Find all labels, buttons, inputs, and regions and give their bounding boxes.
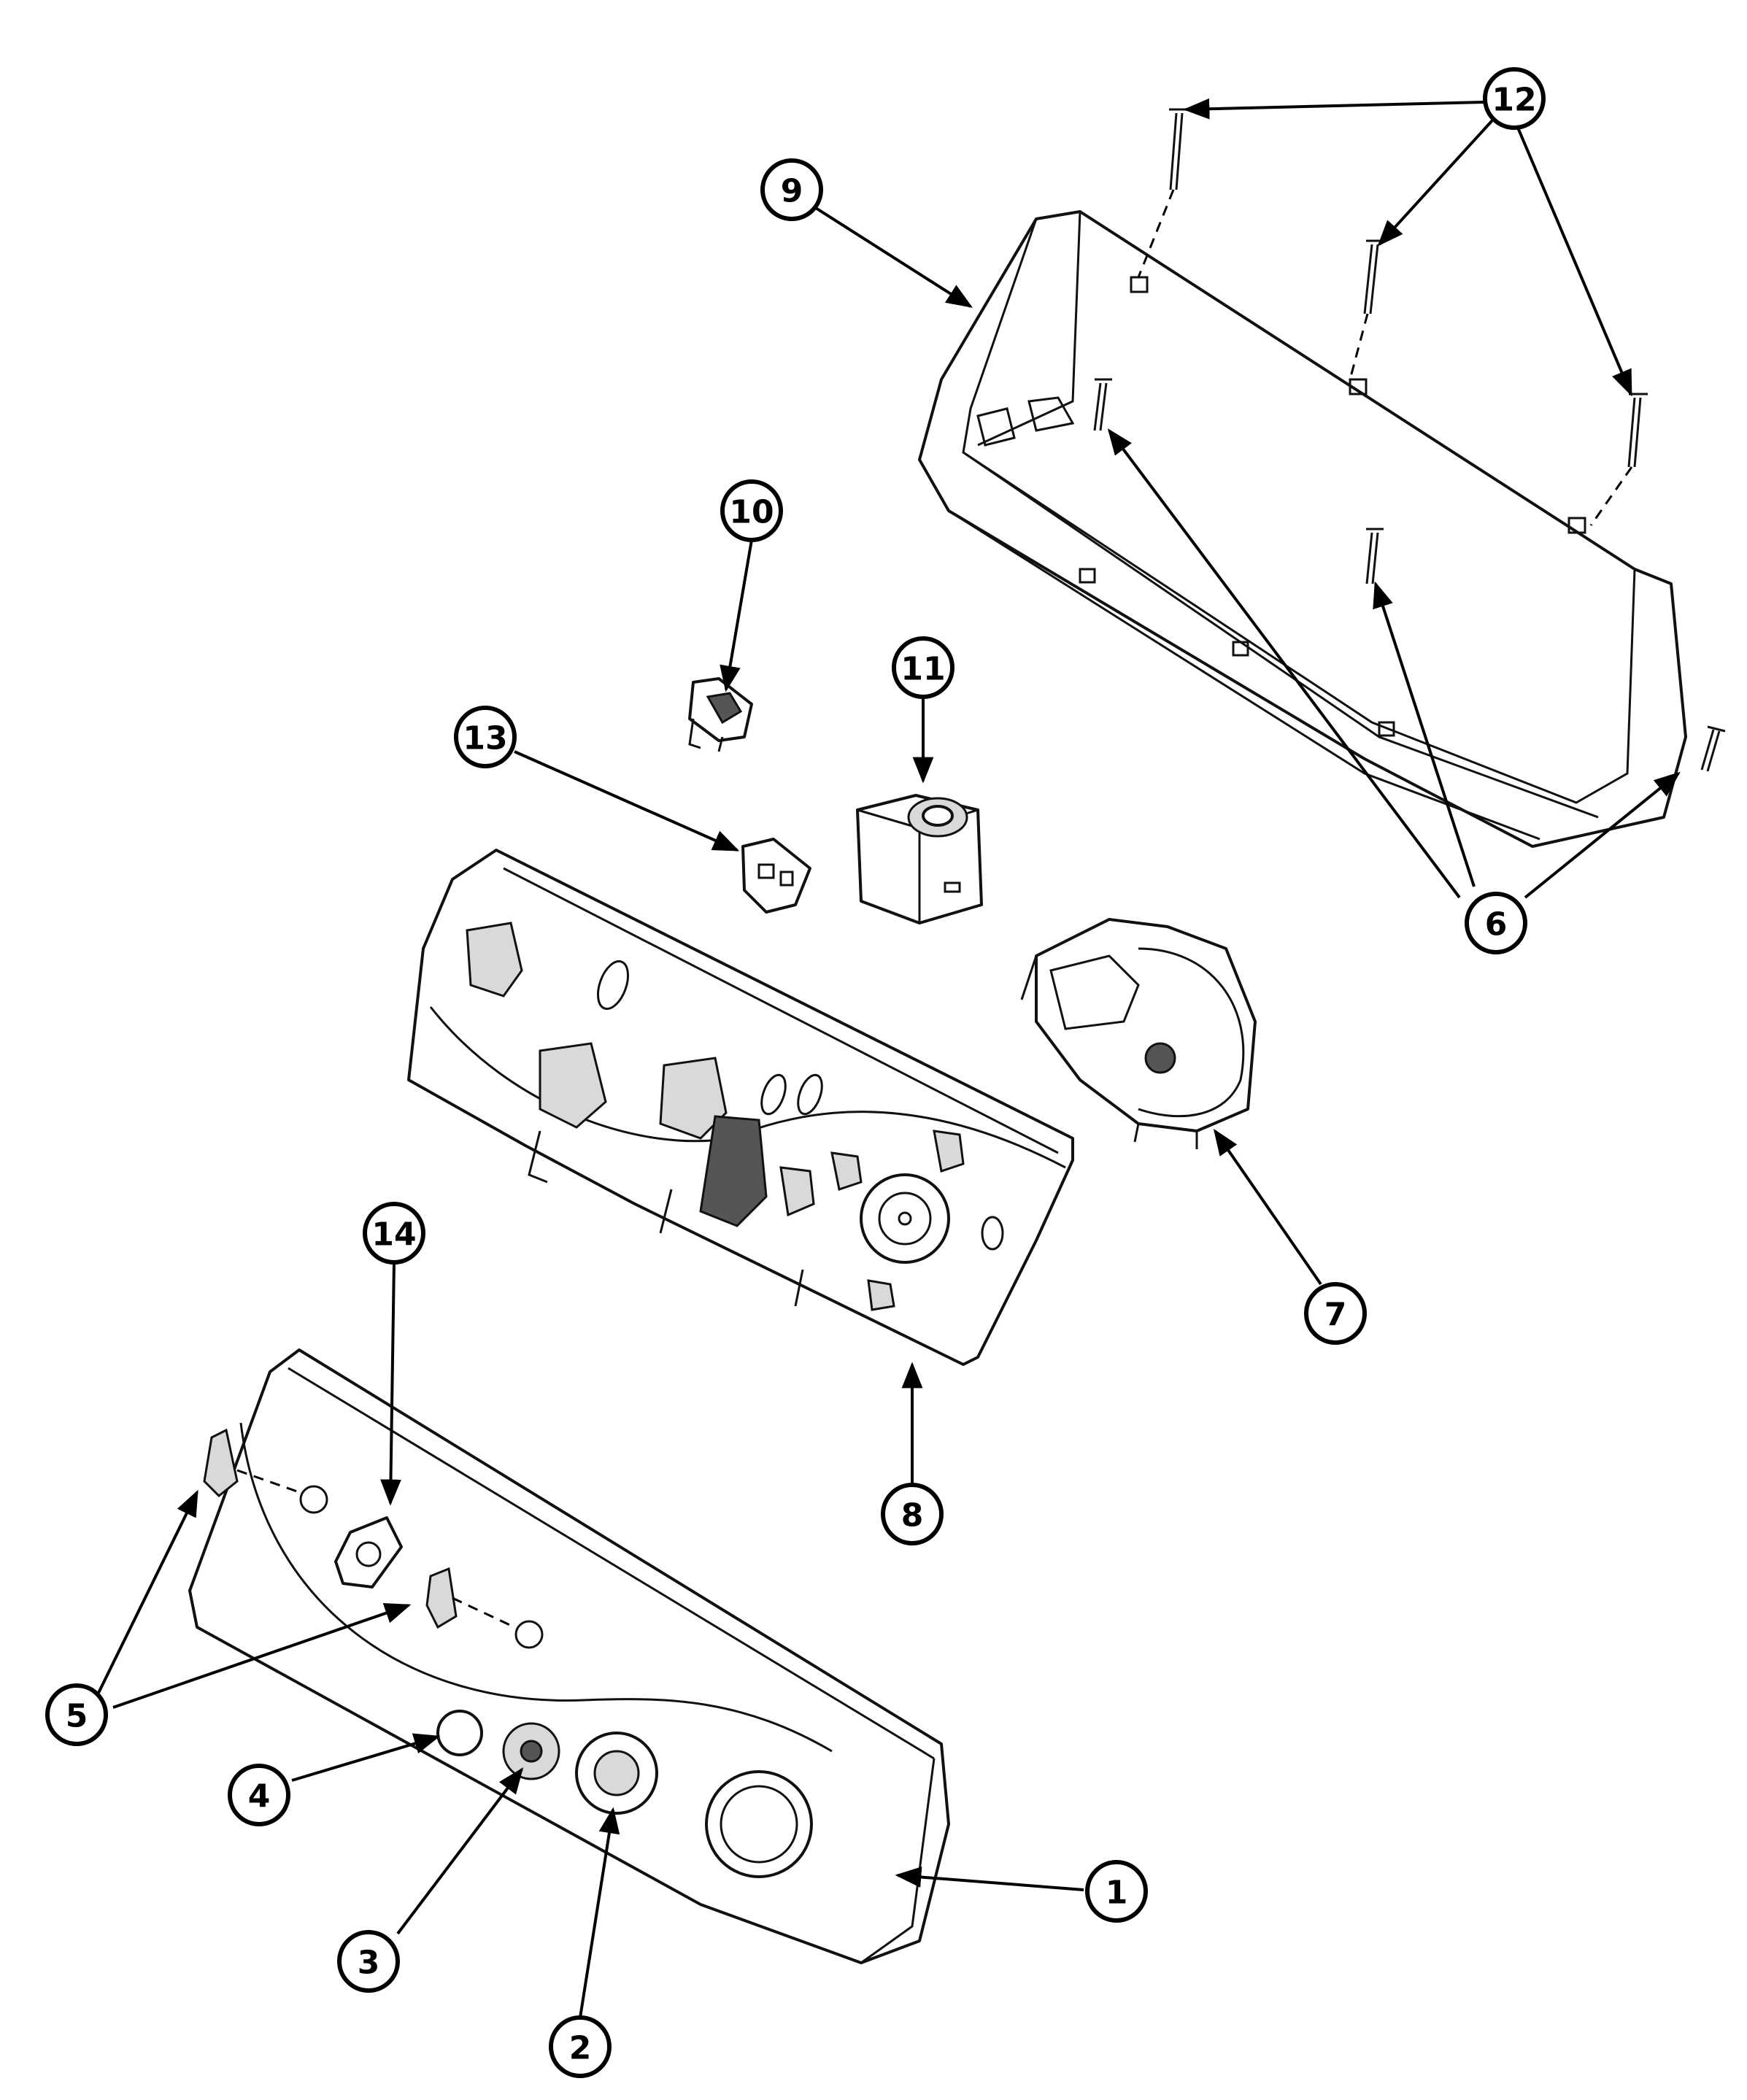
svg-text:13: 13 — [463, 720, 507, 757]
svg-text:11: 11 — [901, 651, 945, 688]
part-buttons — [203, 1428, 515, 1629]
part-front-control-panel — [188, 1348, 950, 1964]
callout-9: 9 — [760, 158, 823, 221]
svg-text:6: 6 — [1485, 906, 1508, 943]
callout-10: 10 — [720, 479, 783, 542]
callout-6: 6 — [1465, 892, 1527, 954]
part-bracket — [741, 838, 811, 914]
svg-text:8: 8 — [901, 1497, 924, 1535]
callout-12: 12 — [1483, 67, 1546, 130]
callout-1: 1 — [1085, 1860, 1148, 1923]
part-timer-module — [856, 794, 983, 924]
callout-2: 2 — [549, 2015, 612, 2078]
callout-3: 3 — [337, 1930, 400, 1993]
svg-text:14: 14 — [371, 1216, 416, 1254]
callout-7: 7 — [1304, 1282, 1367, 1345]
callout-14: 14 — [363, 1202, 425, 1265]
svg-text:12: 12 — [1492, 82, 1536, 119]
part-mounting-plate — [407, 849, 1074, 1366]
part-switch — [688, 677, 753, 752]
part-motor-bracket — [1020, 918, 1257, 1149]
svg-text:9: 9 — [781, 173, 803, 210]
svg-text:4: 4 — [248, 1778, 271, 1815]
svg-text:1: 1 — [1106, 1875, 1128, 1912]
callout-8: 8 — [881, 1483, 944, 1545]
callout-4: 4 — [228, 1764, 290, 1826]
part-seal — [334, 1516, 403, 1588]
part-rear-console-housing — [918, 210, 1687, 848]
svg-text:2: 2 — [569, 2030, 592, 2067]
leader-lines — [97, 98, 1681, 2018]
svg-text:3: 3 — [358, 1945, 380, 1982]
callout-13: 13 — [454, 706, 517, 768]
svg-text:10: 10 — [729, 494, 774, 531]
svg-text:7: 7 — [1324, 1297, 1347, 1334]
callout-5: 5 — [45, 1683, 108, 1746]
callout-11: 11 — [892, 636, 955, 699]
svg-text:5: 5 — [66, 1698, 88, 1735]
